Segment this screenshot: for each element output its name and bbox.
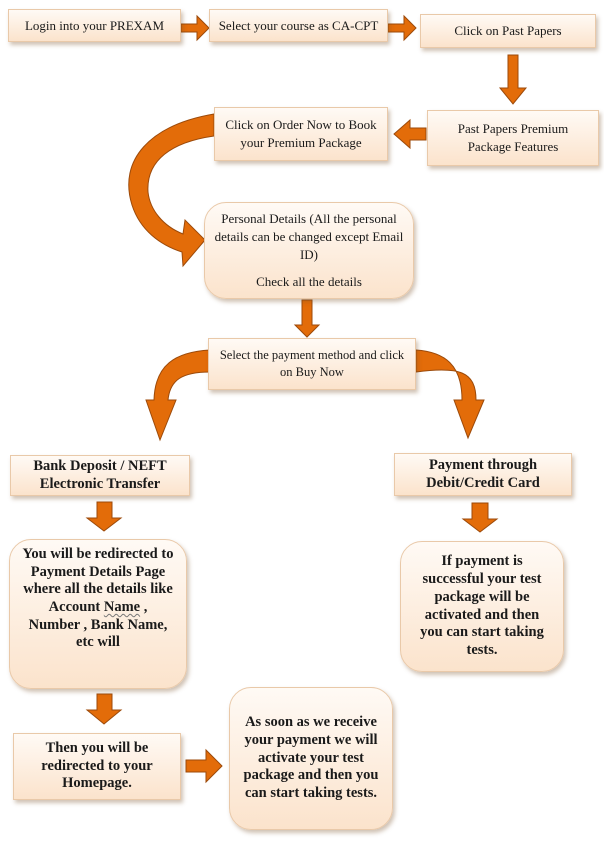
step-check-details-text: Check all the details bbox=[256, 274, 362, 290]
step-personal-details-text: Personal Details (All the personal detai… bbox=[214, 211, 404, 262]
arrow-curved-right bbox=[415, 349, 485, 440]
arrow-right-1 bbox=[180, 14, 210, 42]
card-success-note: If payment is successful your test packa… bbox=[400, 541, 564, 672]
arrow-curved-big bbox=[128, 113, 215, 268]
step-order-now: Click on Order Now to Book your Premium … bbox=[214, 107, 388, 161]
step-past-papers: Click on Past Papers bbox=[420, 14, 596, 48]
step-past-papers-text: Click on Past Papers bbox=[454, 23, 562, 39]
card-payment-title: Payment through Debit/Credit Card bbox=[394, 453, 572, 496]
bank-deposit-title-text: Bank Deposit / NEFT Electronic Transfer bbox=[33, 457, 167, 492]
arrow-down-1 bbox=[498, 54, 528, 105]
bank-redirect-note: You will be redirected to Payment Detail… bbox=[9, 539, 187, 689]
arrow-down-4 bbox=[85, 693, 123, 725]
bank-redirect-note-text: You will be redirected to Payment Detail… bbox=[22, 546, 174, 651]
card-success-note-text: If payment is successful your test packa… bbox=[420, 553, 544, 658]
bank-homepage-note-text: Then you will be redirected to your Home… bbox=[41, 739, 153, 792]
step-payment-method-text: Select the payment method and click on B… bbox=[219, 348, 405, 379]
step-payment-method: Select the payment method and click on B… bbox=[208, 338, 416, 390]
arrow-down-5 bbox=[461, 502, 499, 533]
step-package-features-text: Past Papers Premium Package Features bbox=[457, 121, 569, 154]
arrow-right-2 bbox=[387, 14, 417, 42]
arrow-down-2 bbox=[293, 299, 321, 338]
step-personal-details: Personal Details (All the personal detai… bbox=[204, 202, 414, 299]
card-payment-title-text: Payment through Debit/Credit Card bbox=[426, 456, 540, 491]
step-login-text: Login into your PREXAM bbox=[24, 17, 165, 33]
step-package-features: Past Papers Premium Package Features bbox=[427, 110, 599, 166]
step-select-course: Select your course as CA-CPT bbox=[209, 9, 388, 42]
arrow-left-1 bbox=[393, 118, 427, 150]
bank-activation-note: As soon as we receive your payment we wi… bbox=[229, 687, 393, 830]
arrow-curved-left bbox=[145, 349, 211, 442]
bank-deposit-title: Bank Deposit / NEFT Electronic Transfer bbox=[10, 455, 190, 496]
bank-activation-note-text: As soon as we receive your payment we wi… bbox=[243, 714, 379, 802]
bank-homepage-note: Then you will be redirected to your Home… bbox=[13, 733, 181, 800]
step-order-now-text: Click on Order Now to Book your Premium … bbox=[225, 117, 377, 150]
arrow-right-3 bbox=[185, 748, 223, 784]
step-select-course-text: Select your course as CA-CPT bbox=[218, 17, 379, 33]
arrow-down-3 bbox=[85, 501, 123, 532]
step-login: Login into your PREXAM bbox=[8, 9, 181, 42]
